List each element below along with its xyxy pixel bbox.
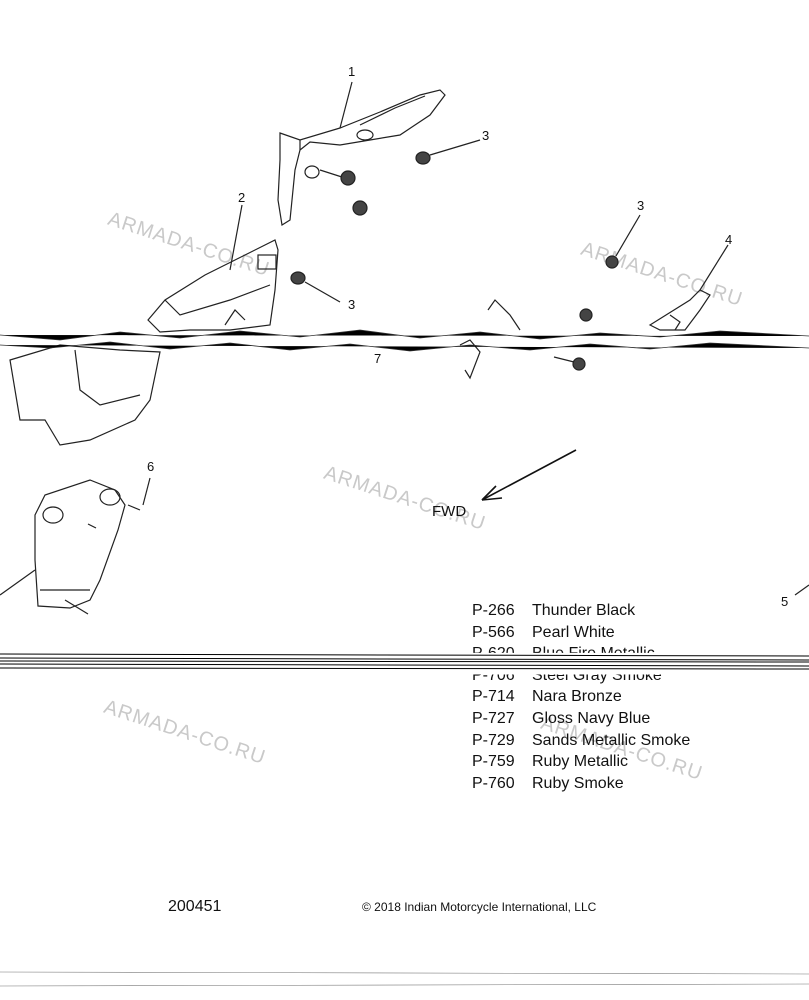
color-code: P-760	[472, 774, 515, 792]
callout-6: 6	[147, 459, 155, 474]
callout-3: 3	[637, 198, 645, 213]
color-code-list: P-266 Thunder Black P-566 Pearl White P-62…	[472, 600, 690, 794]
leader-line	[339, 81, 353, 129]
color-code: P-706	[472, 666, 515, 684]
callout-3: 3	[348, 297, 356, 312]
leader-line	[304, 281, 341, 303]
callout-2: 2	[238, 190, 246, 205]
color-name: Ruby Smoke	[532, 774, 624, 792]
color-row: P-706 Steel Gray Smoke	[472, 666, 690, 686]
fwd-label: FWD	[432, 503, 467, 520]
part-fragment	[487, 299, 521, 331]
color-name: Blue Fire Metallic	[532, 645, 655, 663]
lower-side-cover	[9, 344, 161, 446]
document-number: 200451	[168, 898, 222, 915]
grommet-group	[290, 151, 619, 371]
color-name: Ruby Metallic	[532, 753, 629, 771]
callout-5: 5	[781, 594, 789, 609]
color-row: P-729 Sands Metallic Smoke	[472, 730, 690, 752]
fwd-arrow-icon	[481, 449, 577, 501]
color-row: P-566 Pearl White	[472, 622, 690, 644]
callout-4: 4	[725, 232, 733, 247]
color-code: P-266	[472, 602, 515, 619]
part-fragment	[459, 339, 481, 380]
part-6-cover	[0, 479, 141, 615]
color-code: P-714	[472, 688, 515, 706]
callout-7: 7	[374, 351, 382, 366]
callout-3: 3	[482, 128, 490, 143]
color-code: P-729	[472, 731, 515, 749]
color-name: Thunder Black	[532, 602, 636, 619]
color-name: Steel Gray Smoke	[532, 666, 662, 684]
leader-line	[429, 139, 481, 156]
color-row: P-266 Thunder Black	[472, 600, 690, 622]
leader-line	[229, 204, 243, 271]
scan-noise	[0, 971, 809, 987]
color-row: P-620 Blue Fire Metallic	[472, 643, 690, 663]
part-2-cover	[147, 239, 279, 333]
part-1-side-cover	[277, 89, 446, 226]
color-code: P-620	[472, 645, 515, 663]
color-code: P-759	[472, 753, 515, 771]
copyright-notice: © 2018 Indian Motorcycle International, …	[362, 900, 597, 914]
color-row: P-760 Ruby Smoke	[472, 773, 690, 795]
color-name: Gloss Navy Blue	[532, 709, 651, 727]
leader-line	[699, 244, 729, 291]
scan-gap	[0, 329, 809, 352]
color-row: P-727 Gloss Navy Blue	[472, 708, 690, 730]
color-code: P-727	[472, 709, 515, 727]
color-code: P-566	[472, 623, 515, 641]
color-name: Pearl White	[532, 623, 615, 641]
part-4-cover	[648, 289, 711, 331]
callout-1: 1	[348, 64, 356, 79]
leader-line	[142, 477, 151, 506]
leader-line	[615, 214, 641, 257]
scan-glitch-band	[0, 653, 809, 670]
color-name: Nara Bronze	[532, 688, 622, 706]
color-name: Sands Metallic Smoke	[532, 731, 691, 749]
leader-line	[794, 584, 809, 596]
leader-line	[553, 356, 575, 363]
color-row: P-714 Nara Bronze	[472, 686, 690, 708]
color-row: P-759 Ruby Metallic	[472, 751, 690, 773]
